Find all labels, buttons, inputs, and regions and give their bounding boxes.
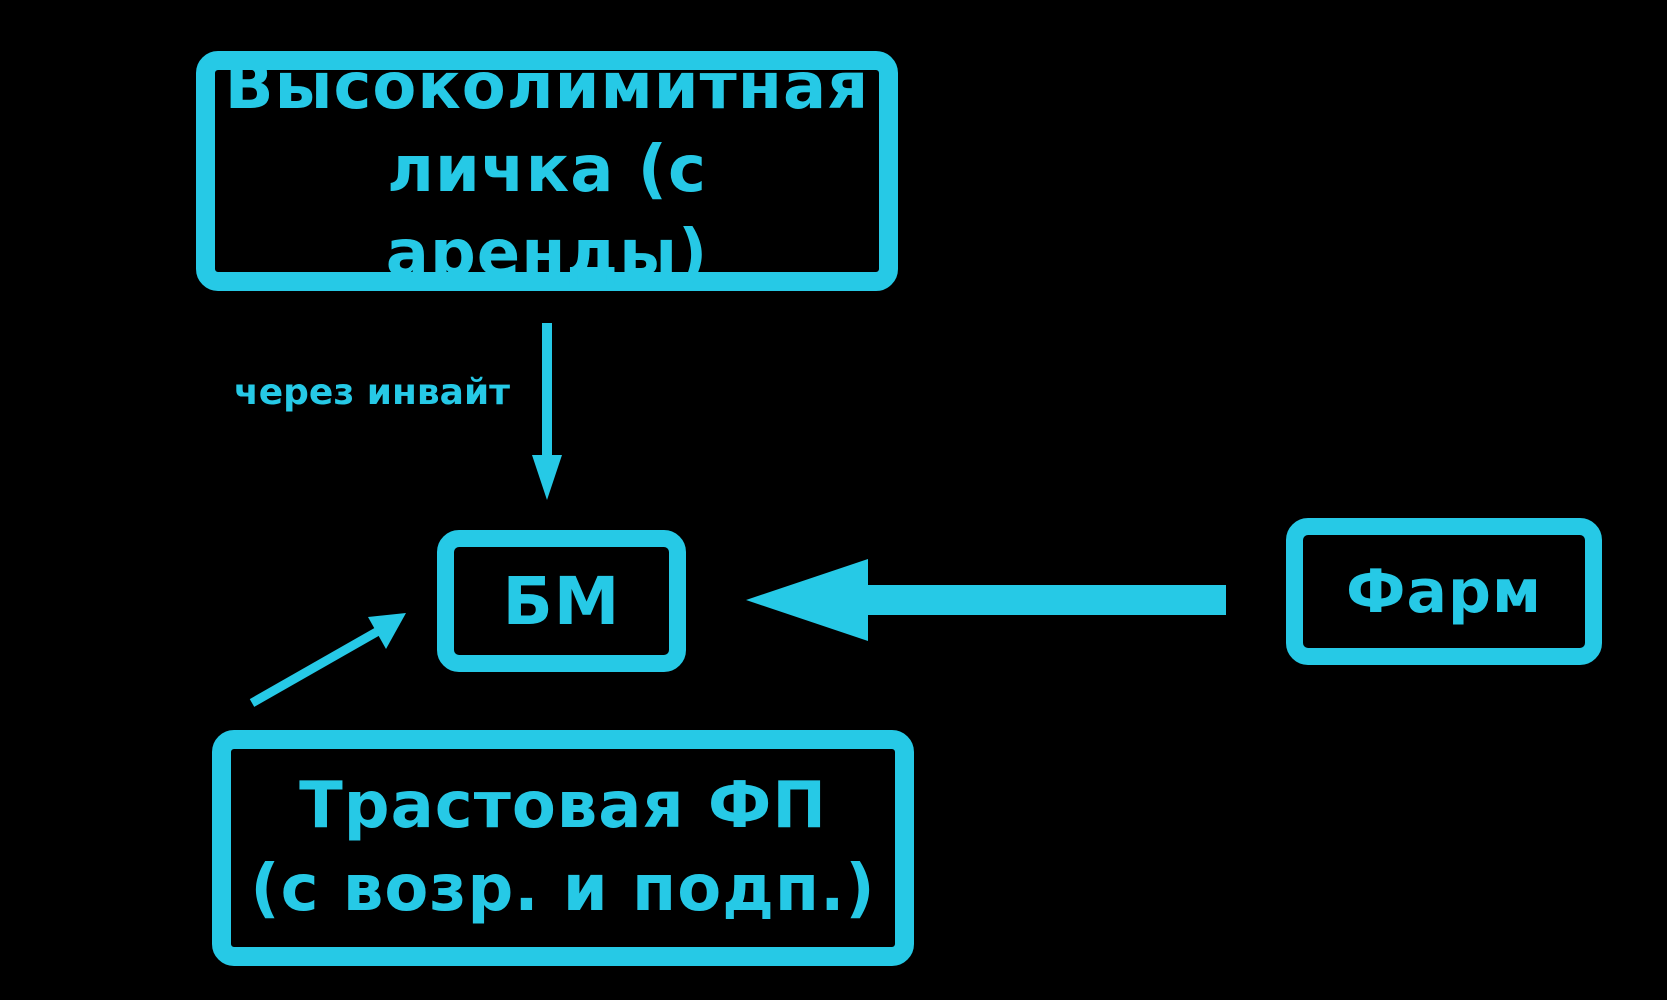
arrow-right-to-center-head — [746, 559, 868, 641]
arrow-bottom-to-center-head — [368, 613, 406, 649]
node-farm: Фарм — [1286, 518, 1602, 665]
node-high-limit-account-label: Высоколимитная личка (с аренды) — [224, 50, 870, 291]
node-bm-label: БМ — [502, 562, 621, 640]
node-trust-fp: Трастовая ФП (с возр. и подп.) — [212, 730, 914, 966]
node-high-limit-account: Высоколимитная личка (с аренды) — [196, 50, 898, 291]
node-farm-label: Фарм — [1346, 556, 1542, 627]
arrow-top-to-center-head — [532, 455, 562, 500]
edge-label-via-invite: через инвайт — [234, 372, 511, 413]
arrow-bottom-to-center-shaft — [249, 626, 383, 707]
node-trust-fp-label: Трастовая ФП (с возр. и подп.) — [250, 768, 876, 926]
node-bm: БМ — [437, 530, 686, 672]
arrow-right-to-center-shaft — [860, 585, 1226, 615]
